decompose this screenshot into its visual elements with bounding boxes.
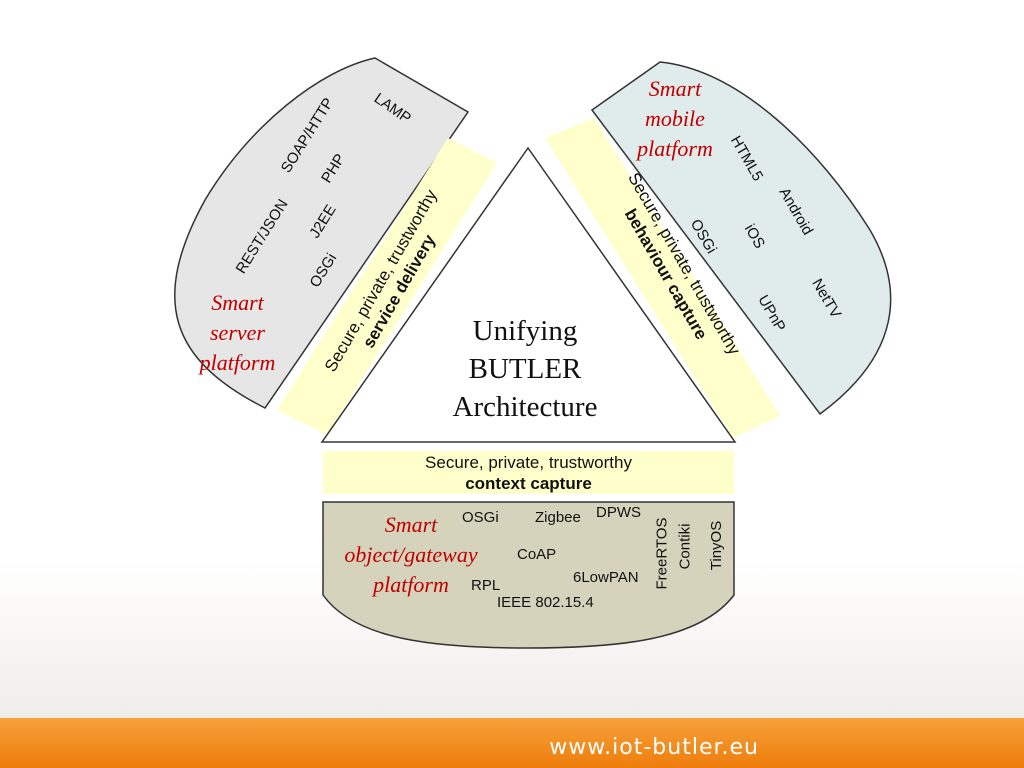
object-item-coap: CoAP (517, 546, 557, 563)
object-label-line1: Smart (384, 512, 438, 537)
bottom-band-line1: Secure, private, trustworthy (425, 453, 632, 472)
mobile-label-line3: platform (637, 136, 713, 161)
center-title: Unifying BUTLER Architecture (395, 312, 655, 426)
central-triangle (320, 146, 737, 443)
bottom-band (323, 451, 734, 494)
object-platform-shape (322, 501, 735, 649)
center-title-line2: BUTLER (468, 353, 582, 385)
bottom-band-text: Secure, private, trustworthy context cap… (323, 452, 734, 494)
footer-url[interactable]: www.iot-butler.eu (549, 735, 759, 760)
mobile-platform-shape (590, 61, 892, 416)
object-item-tinyos: TinyOS (708, 520, 726, 571)
object-item-rpl: RPL (471, 577, 501, 594)
center-title-line1: Unifying (472, 315, 578, 347)
center-title-line3: Architecture (452, 391, 598, 423)
footer-bar (0, 718, 1024, 768)
server-platform-shape (174, 57, 470, 409)
mobile-platform-label: Smart mobile platform (620, 74, 730, 164)
object-item-freertos: FreeRTOS (653, 517, 671, 590)
right-band (545, 118, 780, 438)
object-label-line3: platform (373, 572, 449, 597)
left-band (277, 138, 497, 435)
bottom-band-line2: context capture (465, 474, 592, 493)
mobile-label-line1: Smart (648, 76, 702, 101)
mobile-label-line2: mobile (645, 106, 705, 131)
object-label-line2: object/gateway (344, 542, 478, 567)
server-label-line2: server (210, 320, 265, 345)
object-item-osgi: OSGi (462, 509, 499, 526)
server-platform-label: Smart server platform (180, 288, 295, 378)
object-platform-label: Smart object/gateway platform (322, 510, 500, 600)
server-label-line1: Smart (211, 290, 264, 315)
object-item-6lowpan: 6LowPAN (573, 569, 639, 586)
object-item-dpws: DPWS (596, 504, 641, 521)
server-label-line3: platform (199, 350, 276, 375)
object-item-contiki: Contiki (676, 523, 694, 570)
object-item-zigbee: Zigbee (535, 509, 581, 526)
object-item-ieee: IEEE 802.15.4 (497, 594, 594, 611)
